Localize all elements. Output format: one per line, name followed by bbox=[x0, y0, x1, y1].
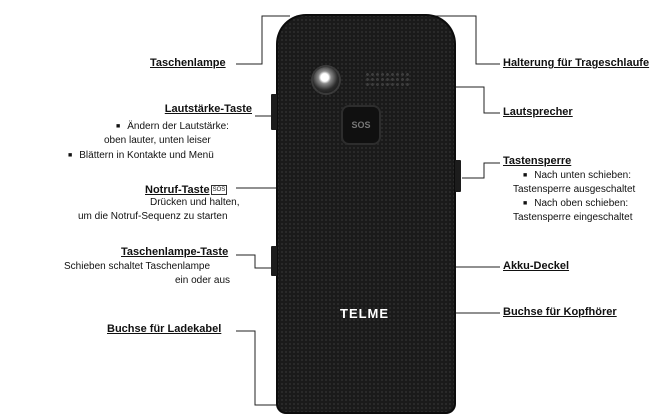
leader-halterung bbox=[432, 15, 500, 65]
leader-taschenlampe-taste bbox=[236, 254, 272, 269]
label-tastensperre-line4: Tastensperre eingeschaltet bbox=[513, 212, 633, 223]
label-notruf-title: Notruf-Taste bbox=[145, 184, 210, 196]
leader-taschenlampe bbox=[236, 15, 290, 65]
label-tastensperre-title: Tastensperre bbox=[503, 155, 572, 167]
label-tastensperre-line3: Nach oben schieben: bbox=[523, 197, 628, 211]
label-kopfhoerer-title: Buchse für Kopfhörer bbox=[503, 306, 617, 318]
leader-tastensperre bbox=[462, 162, 500, 179]
label-akku-title: Akku-Deckel bbox=[503, 260, 570, 272]
label-lautstaerke: Lautstärke-Taste bbox=[165, 103, 252, 115]
label-notruf-line1: Drücken und halten, bbox=[150, 197, 240, 208]
label-ladekabel-title: Buchse für Ladekabel bbox=[107, 323, 222, 335]
label-taschenlampe-taste-line1: Schieben schaltet Taschenlampe bbox=[64, 261, 211, 272]
flashlight-lens bbox=[313, 67, 339, 93]
label-taschenlampe-taste-title: Taschenlampe-Taste bbox=[121, 246, 229, 258]
label-lautsprecher-title: Lautsprecher bbox=[503, 106, 573, 118]
label-taschenlampe-title: Taschenlampe bbox=[150, 57, 226, 69]
label-lautstaerke-title: Lautstärke-Taste bbox=[164, 103, 252, 115]
sos-button: SOS bbox=[343, 107, 379, 143]
brand-logo: TELME bbox=[340, 306, 390, 321]
label-tastensperre-line2: Tastensperre ausgeschaltet bbox=[513, 184, 636, 195]
label-lautstaerke-line3: Blättern in Kontakte und Menü bbox=[68, 149, 214, 163]
label-notruf-line2: um die Notruf-Sequenz zu starten bbox=[78, 211, 228, 222]
sos-badge: SOS bbox=[210, 185, 228, 195]
label-taschenlampe-taste-line2: ein oder aus bbox=[175, 275, 231, 286]
flashlight-key bbox=[271, 246, 277, 276]
label-halterung-title: Halterung für Trageschlaufe bbox=[503, 57, 650, 69]
label-lautstaerke-line1: Ändern der Lautstärke: bbox=[116, 120, 229, 134]
keylock-switch bbox=[455, 160, 461, 192]
volume-key bbox=[271, 94, 277, 130]
speaker-grille bbox=[365, 72, 409, 86]
label-lautstaerke-line2: oben lauter, unten leiser bbox=[104, 135, 211, 146]
label-tastensperre-line1: Nach unten schieben: bbox=[523, 169, 631, 183]
